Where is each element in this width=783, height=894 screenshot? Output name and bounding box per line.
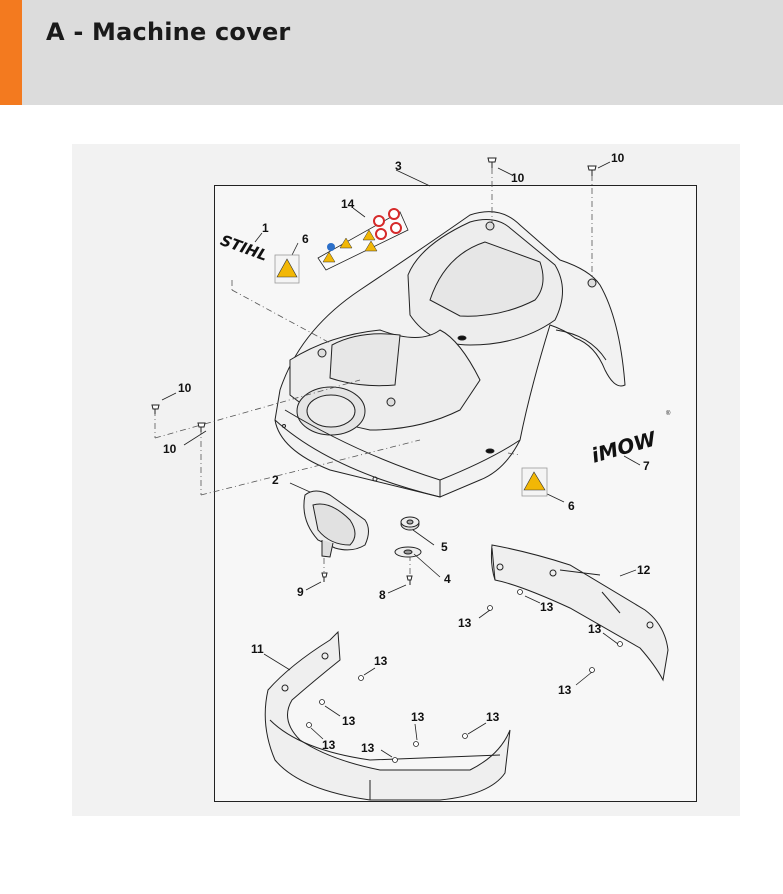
- warning-decal-part: [274, 254, 300, 284]
- callout-1: 1: [262, 221, 269, 235]
- callout-13: 13: [540, 600, 554, 614]
- registered-mark: ®: [666, 410, 671, 417]
- callout-12: 12: [637, 563, 651, 577]
- callout-13: 13: [588, 622, 602, 636]
- callout-11: 11: [251, 642, 264, 656]
- cover-disc-part: [394, 546, 422, 558]
- callout-13: 13: [342, 714, 356, 728]
- callout-9: 9: [297, 585, 304, 599]
- callout-13: 13: [486, 710, 500, 724]
- callout-4: 4: [444, 572, 451, 586]
- right-bumper-part: [490, 544, 669, 682]
- stihl-logo-decal: STIHL: [218, 231, 270, 265]
- washer-part: [400, 516, 420, 531]
- callout-7: 7: [643, 459, 650, 473]
- callout-10: 10: [163, 442, 177, 456]
- safety-decal-part: [317, 208, 409, 271]
- callout-13: 13: [458, 616, 472, 630]
- brand-accent-strip: [0, 0, 22, 105]
- callout-13: 13: [322, 738, 336, 752]
- callout-13: 13: [411, 710, 425, 724]
- callout-10: 10: [511, 171, 525, 185]
- callout-8: 8: [379, 588, 386, 602]
- callout-6: 6: [302, 232, 309, 246]
- rear-handle-part: [303, 490, 369, 558]
- callout-13: 13: [374, 654, 388, 668]
- screw-part: [306, 589, 623, 763]
- screw-part: [151, 157, 597, 585]
- header-bar: [0, 0, 783, 105]
- warning-decal-part: [521, 467, 548, 497]
- callout-13: 13: [558, 683, 572, 697]
- left-bumper-part: [264, 630, 511, 801]
- callout-5: 5: [441, 540, 448, 554]
- callout-3: 3: [395, 159, 402, 173]
- page-title: A - Machine cover: [46, 18, 291, 46]
- callout-10: 10: [178, 381, 192, 395]
- callout-13: 13: [361, 741, 375, 755]
- machine-cover-part: [274, 211, 626, 498]
- callout-14: 14: [341, 197, 355, 211]
- callout-10: 10: [611, 151, 625, 165]
- callout-2: 2: [272, 473, 279, 487]
- callout-6: 6: [568, 499, 575, 513]
